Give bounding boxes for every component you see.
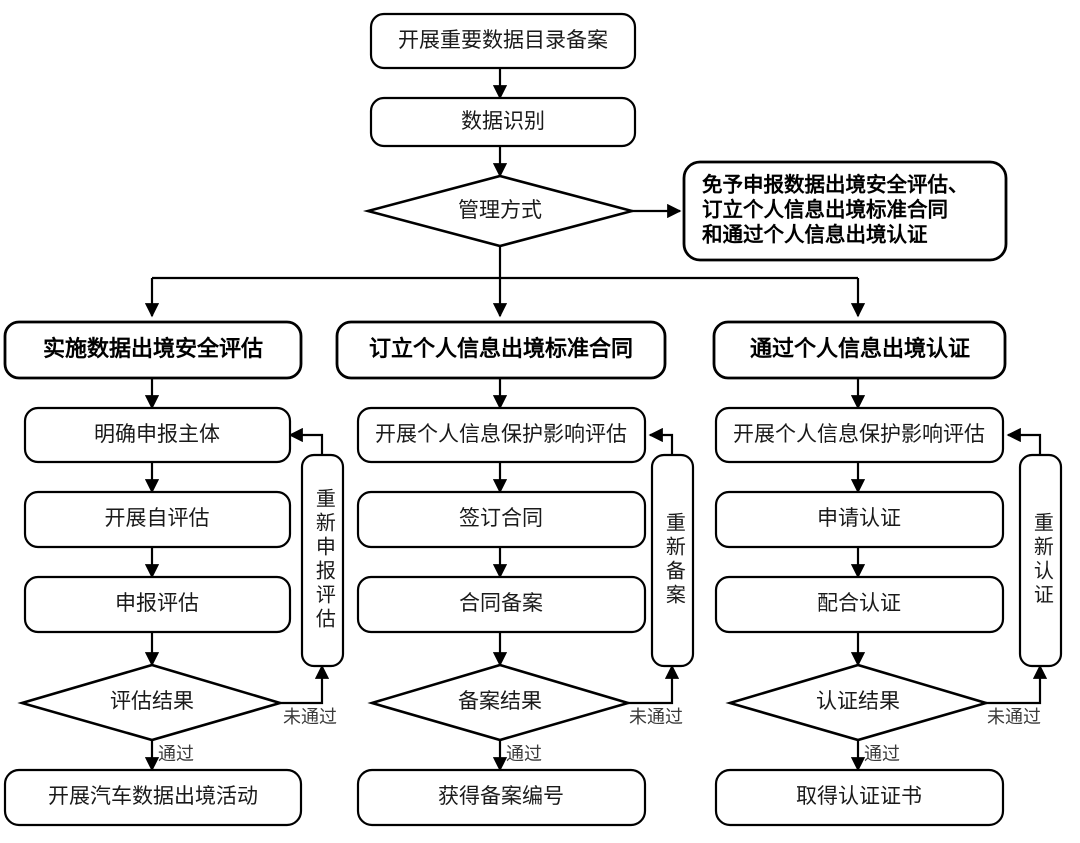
node-exempt-info-line-2: 订立个人信息出境标准合同	[702, 198, 948, 222]
edge-label-col2-fail: 未通过	[629, 707, 683, 727]
node-col3-header-shape	[712, 320, 1007, 380]
node-col1-end[interactable]: 开展汽车数据出境活动	[3, 768, 303, 827]
node-col1-decision-label: 评估结果	[110, 689, 194, 713]
node-col1-header-label: 实施数据出境安全评估	[43, 336, 263, 361]
node-col3-step1-label: 开展个人信息保护影响评估	[733, 422, 985, 446]
edge-col3-loop-to-step1	[1006, 427, 1042, 455]
node-col1-loop[interactable]: 重新申报评估	[300, 453, 345, 668]
edge-label-col1-pass: 通过	[158, 744, 194, 764]
connectors	[144, 68, 1048, 772]
node-decision-mode[interactable]: 管理方式	[362, 174, 638, 248]
node-col3-decision[interactable]: 认证结果	[725, 663, 991, 742]
node-col2-step2[interactable]: 签订合同	[356, 490, 647, 549]
node-col1-loop-shape	[300, 453, 345, 668]
node-col1-step2[interactable]: 开展自评估	[23, 490, 292, 549]
node-col1-step2-label: 开展自评估	[105, 506, 210, 530]
node-col2-loop-shape	[650, 453, 695, 668]
node-col3-step3-shape	[714, 575, 1005, 634]
node-decision-mode-label: 管理方式	[458, 198, 542, 222]
node-exempt-info-line-1: 免予申报数据出境安全评估、	[702, 173, 969, 197]
node-col1-header-shape	[3, 320, 303, 380]
node-col3-step2[interactable]: 申请认证	[714, 490, 1005, 549]
node-col3-end-label: 取得认证证书	[796, 784, 922, 808]
edge-label-col3-pass: 通过	[864, 744, 900, 764]
node-col2-step1-label: 开展个人信息保护影响评估	[375, 422, 627, 446]
node-col1-end-label: 开展汽车数据出境活动	[48, 784, 258, 808]
node-col3-header-label: 通过个人信息出境认证	[750, 336, 970, 361]
node-col1-step1[interactable]: 明确申报主体	[23, 406, 292, 464]
node-col3-loop[interactable]: 重新认证	[1018, 453, 1063, 668]
node-col1-step1-label: 明确申报主体	[94, 422, 220, 446]
node-col1-decision[interactable]: 评估结果	[17, 663, 285, 742]
node-col3-step1-shape	[714, 406, 1005, 464]
node-start-label: 开展重要数据目录备案	[398, 28, 608, 52]
node-exempt-info[interactable]: 免予申报数据出境安全评估、 订立个人信息出境标准合同 和通过个人信息出境认证	[682, 160, 1008, 262]
node-col3-step2-shape	[714, 490, 1005, 549]
edge-label-col1-fail: 未通过	[283, 707, 337, 727]
edge-col2-fail-to-loop	[628, 664, 680, 705]
node-col3-loop-label: 重新认证	[1030, 512, 1053, 608]
node-col2-step2-label: 签订合同	[459, 506, 543, 530]
node-col3-end-shape	[714, 768, 1005, 827]
node-col1-end-shape	[3, 768, 303, 827]
node-identify-shape	[369, 96, 637, 148]
node-col2-end-shape	[356, 768, 647, 827]
node-col2-end[interactable]: 获得备案编号	[356, 768, 647, 827]
node-col2-end-label: 获得备案编号	[438, 784, 564, 808]
node-col3-step2-label: 申请认证	[817, 506, 901, 530]
node-col2-step3-label: 合同备案	[459, 591, 543, 615]
node-col2-header-label: 订立个人信息出境标准合同	[369, 336, 633, 361]
node-col3-decision-label: 认证结果	[816, 689, 900, 713]
node-exempt-info-shape	[682, 160, 1008, 262]
edge-col3-fail-to-loop	[986, 664, 1048, 705]
node-col2-step3[interactable]: 合同备案	[356, 575, 647, 634]
node-col3-step3-label: 配合认证	[817, 591, 901, 615]
node-col2-header-shape	[335, 320, 667, 380]
edge-label-col3-fail: 未通过	[987, 707, 1041, 727]
node-col2-decision[interactable]: 备案结果	[367, 663, 633, 742]
node-start-shape	[369, 12, 637, 70]
edge-col1-loop-to-step1	[288, 427, 324, 455]
node-col2-step1-shape	[356, 406, 647, 464]
node-col3-decision-shape	[725, 663, 991, 742]
node-col3-end[interactable]: 取得认证证书	[714, 768, 1005, 827]
node-identify[interactable]: 数据识别	[369, 96, 637, 148]
node-col2-decision-label: 备案结果	[458, 689, 542, 713]
node-col2-decision-shape	[367, 663, 633, 742]
node-col2-step1[interactable]: 开展个人信息保护影响评估	[356, 406, 647, 464]
node-col3-header[interactable]: 通过个人信息出境认证	[712, 320, 1007, 380]
node-col2-loop[interactable]: 重新备案	[650, 453, 695, 668]
node-col1-step1-shape	[23, 406, 292, 464]
node-col3-step1[interactable]: 开展个人信息保护影响评估	[714, 406, 1005, 464]
node-col1-step2-shape	[23, 490, 292, 549]
edge-col2-loop-to-step1	[648, 427, 674, 455]
edge-label-col2-pass: 通过	[506, 744, 542, 764]
node-col1-decision-shape	[17, 663, 285, 742]
node-identify-label: 数据识别	[461, 109, 545, 133]
node-start[interactable]: 开展重要数据目录备案	[369, 12, 637, 70]
node-col1-header[interactable]: 实施数据出境安全评估	[3, 320, 303, 380]
node-col1-step3[interactable]: 申报评估	[23, 575, 292, 634]
node-col3-step3[interactable]: 配合认证	[714, 575, 1005, 634]
node-col1-step3-shape	[23, 575, 292, 634]
node-decision-mode-shape	[362, 174, 638, 248]
node-exempt-info-line-3: 和通过个人信息出境认证	[702, 223, 928, 247]
node-col2-step2-shape	[356, 490, 647, 549]
node-col1-loop-label: 重新申报评估	[312, 488, 335, 632]
node-col2-header[interactable]: 订立个人信息出境标准合同	[335, 320, 667, 380]
node-col1-step3-label: 申报评估	[115, 591, 199, 615]
node-col2-loop-label: 重新备案	[662, 512, 685, 608]
node-col3-loop-shape	[1018, 453, 1063, 668]
edge-col1-fail-to-loop	[280, 664, 330, 705]
node-col2-step3-shape	[356, 575, 647, 634]
